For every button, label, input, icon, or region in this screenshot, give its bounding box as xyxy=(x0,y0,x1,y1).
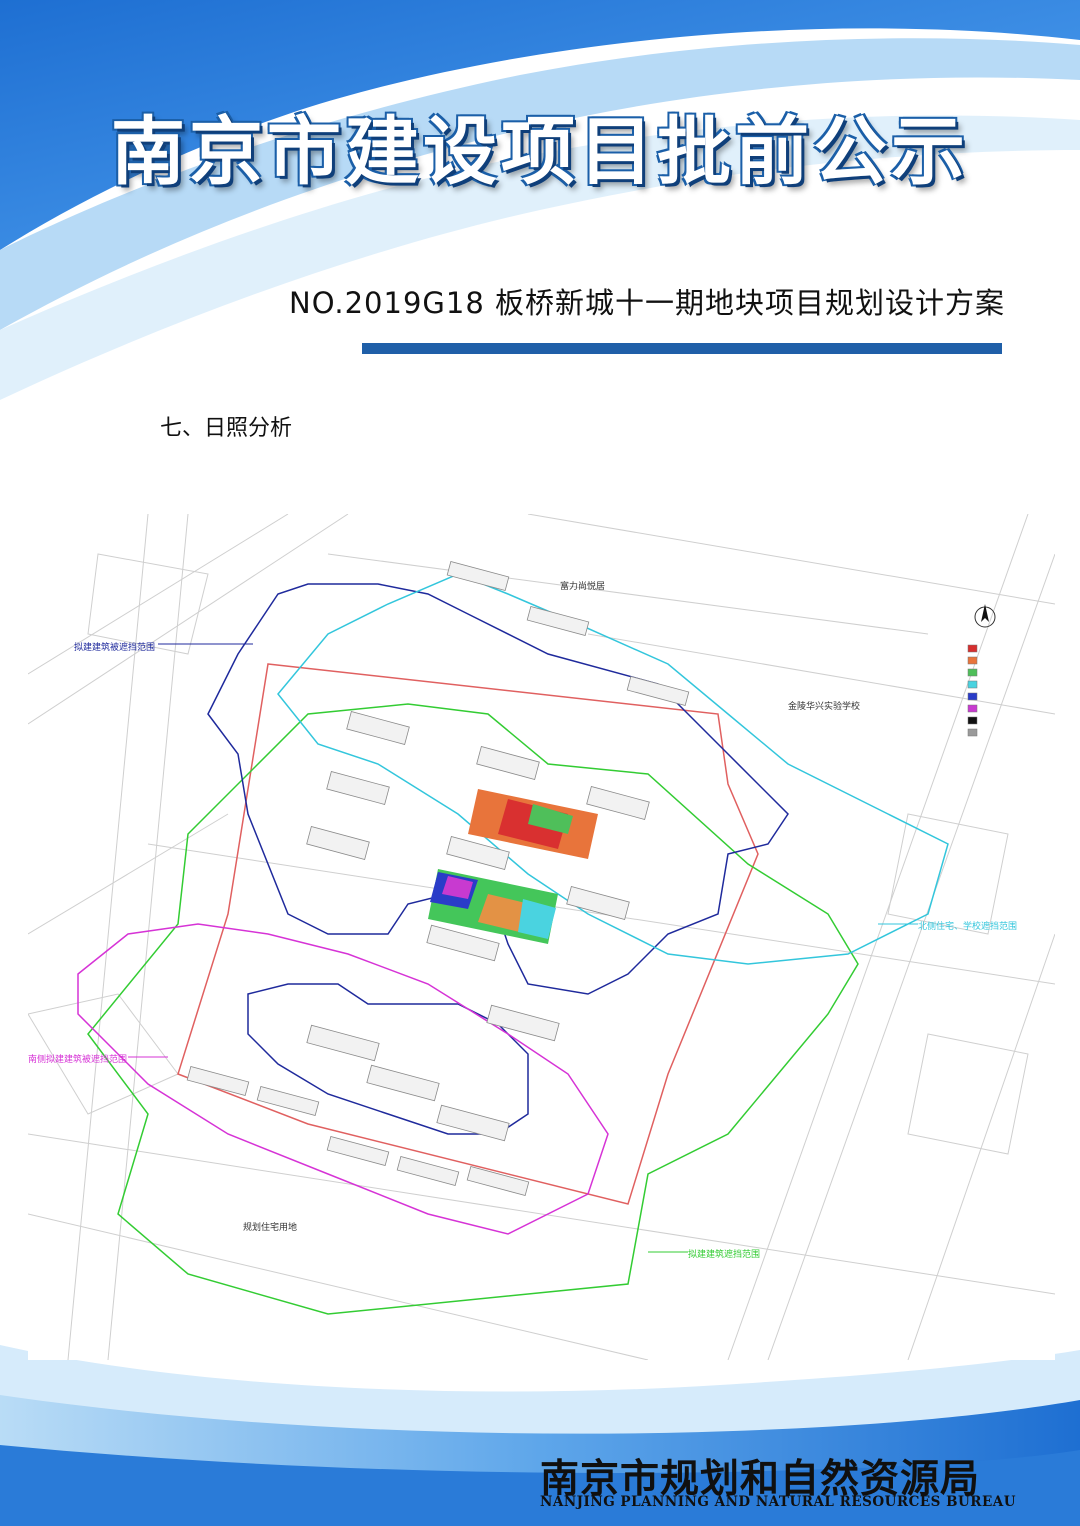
legend-swatches xyxy=(967,644,978,737)
sunlight-analysis-plan: 富力尚悦居 金陵华兴实验学校 规划住宅用地 拟建建筑被遮挡范围 北侧住宅、学校遮… xyxy=(28,514,1055,1360)
north-arrow-icon xyxy=(974,604,996,628)
label-shade-range-north: 北侧住宅、学校遮挡范围 xyxy=(918,922,1018,932)
main-title: 南京市建设项目批前公示 xyxy=(111,109,969,195)
title-underline xyxy=(362,343,1002,354)
label-planned-residential: 规划住宅用地 xyxy=(243,1223,298,1233)
sunlight-heatmap xyxy=(428,789,598,944)
label-north-neighbor: 富力尚悦居 xyxy=(560,582,606,592)
section-heading: 七、日照分析 xyxy=(160,416,293,441)
footer-org-cn: 南京市规划和自然资源局 xyxy=(540,1456,981,1502)
label-shade-range-main: 拟建建筑被遮挡范围 xyxy=(74,643,156,653)
label-school: 金陵华兴实验学校 xyxy=(788,702,861,712)
label-shade-range-built: 拟建建筑遮挡范围 xyxy=(688,1250,761,1260)
footer-org-en: NANJING PLANNING AND NATURAL RESOURCES B… xyxy=(540,1494,1017,1510)
label-shade-range-south: 南侧拟建建筑被遮挡范围 xyxy=(28,1055,128,1065)
site-plan-drawing xyxy=(28,514,1055,1360)
project-title: NO.2019G18 板桥新城十一期地块项目规划设计方案 xyxy=(289,286,1005,320)
